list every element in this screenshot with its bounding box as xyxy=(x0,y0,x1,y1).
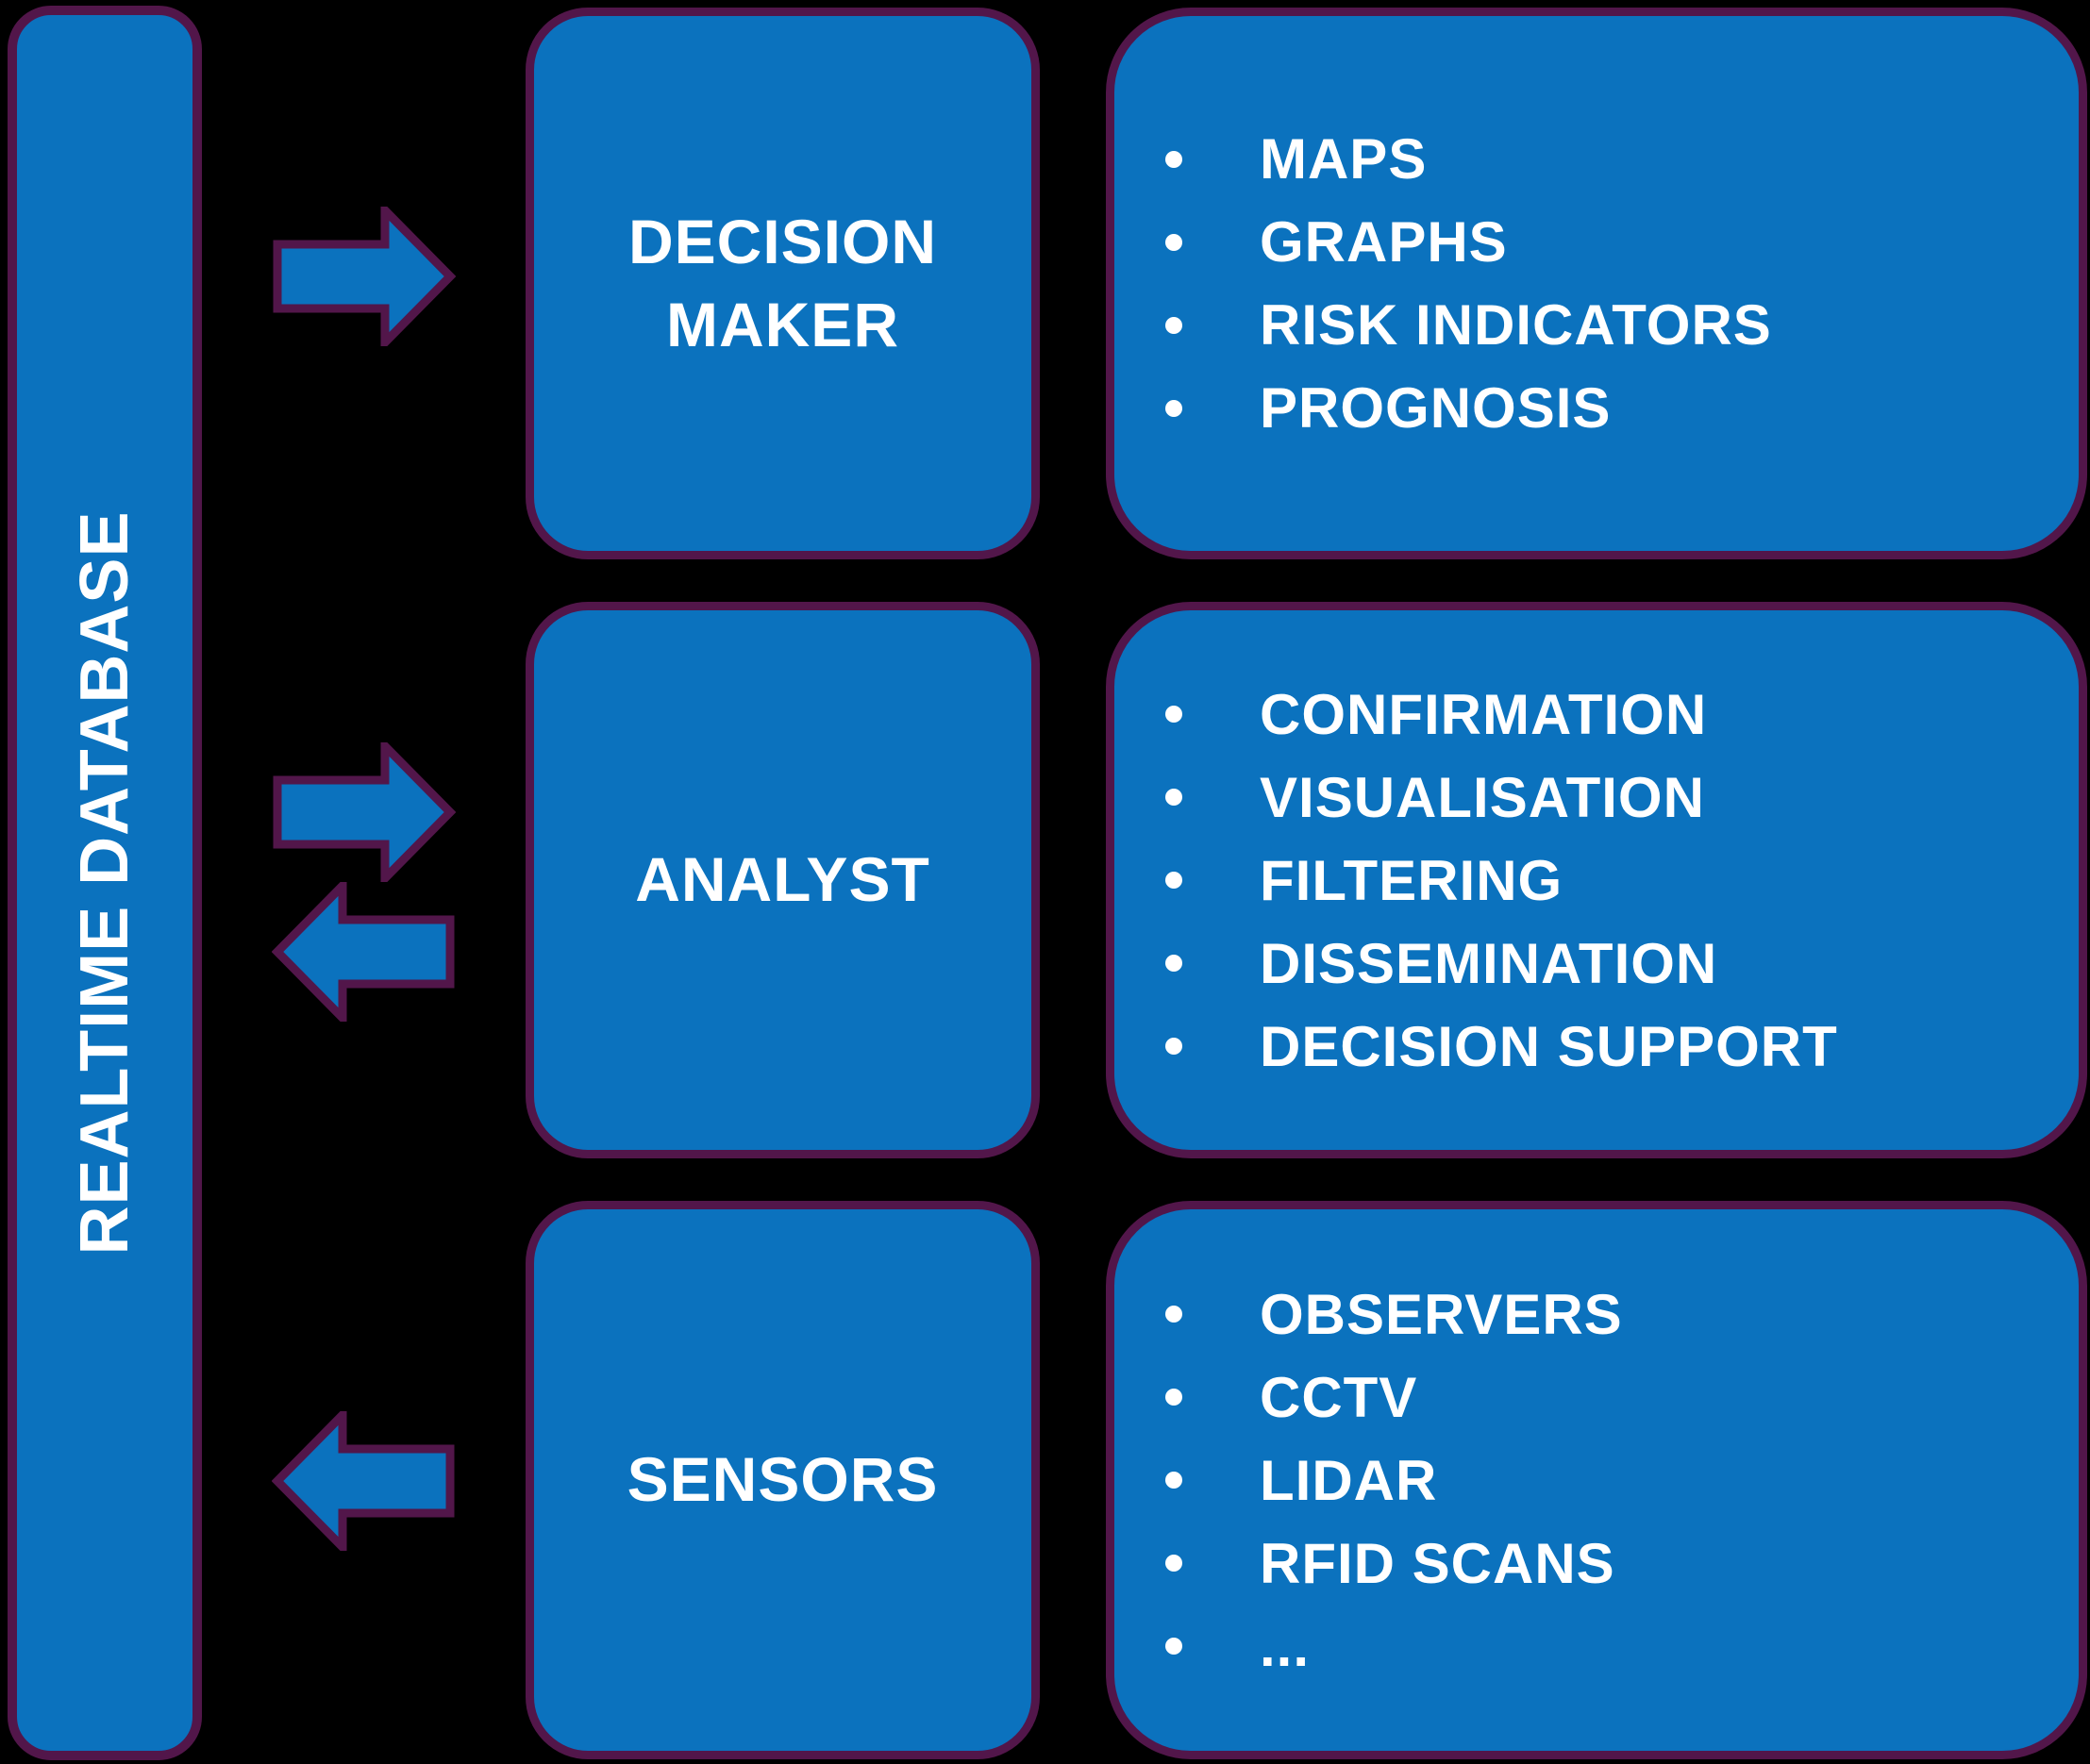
list-item: CCTV xyxy=(1114,1356,2079,1439)
right-arrow-icon xyxy=(273,207,456,346)
bullet-icon xyxy=(1165,706,1182,723)
bullet-icon xyxy=(1165,233,1182,251)
list-item: VISUALISATION xyxy=(1114,756,2079,839)
list-item: RISK INDICATORS xyxy=(1114,284,2079,367)
bullet-icon xyxy=(1165,955,1182,972)
bullet-icon xyxy=(1165,1638,1182,1655)
bullet-icon xyxy=(1165,1038,1182,1055)
right-arrow-icon xyxy=(273,742,456,882)
list-item-label: FILTERING xyxy=(1260,848,1563,912)
list-item: OBSERVERS xyxy=(1114,1273,2079,1356)
list-item: RFID SCANS xyxy=(1114,1522,2079,1605)
bullet-icon xyxy=(1165,150,1182,168)
list-item-label: RFID SCANS xyxy=(1260,1531,1615,1595)
list-item: DECISION SUPPORT xyxy=(1114,1005,2079,1088)
analyst-functions-list: CONFIRMATION VISUALISATION FILTERING DIS… xyxy=(1114,673,2079,1088)
list-item-label: CCTV xyxy=(1260,1365,1418,1429)
left-arrow-icon xyxy=(272,1411,455,1551)
bullet-icon xyxy=(1165,1472,1182,1489)
sensors-sources-box: OBSERVERS CCTV LIDAR RFID SCANS ... xyxy=(1106,1201,2087,1759)
sensors-sources-list: OBSERVERS CCTV LIDAR RFID SCANS ... xyxy=(1114,1273,2079,1688)
list-item-label: VISUALISATION xyxy=(1260,765,1705,829)
list-item: ... xyxy=(1114,1605,2079,1688)
list-item: DISSEMINATION xyxy=(1114,922,2079,1005)
bullet-icon xyxy=(1165,872,1182,889)
left-arrow-icon xyxy=(272,882,455,1022)
bullet-icon xyxy=(1165,316,1182,334)
decision-maker-box: DECISION MAKER xyxy=(526,8,1040,559)
bullet-icon xyxy=(1165,1555,1182,1572)
list-item-label: ... xyxy=(1260,1614,1311,1678)
list-item-label: CONFIRMATION xyxy=(1260,682,1708,746)
decision-maker-outputs-box: MAPS GRAPHS RISK INDICATORS PROGNOSIS xyxy=(1106,8,2087,559)
analyst-functions-box: CONFIRMATION VISUALISATION FILTERING DIS… xyxy=(1106,602,2087,1158)
bullet-icon xyxy=(1165,399,1182,417)
list-item: FILTERING xyxy=(1114,839,2079,922)
list-item-label: GRAPHS xyxy=(1260,210,1508,274)
bullet-icon xyxy=(1165,789,1182,806)
list-item-label: MAPS xyxy=(1260,127,1428,191)
list-item: LIDAR xyxy=(1114,1439,2079,1522)
analyst-label: ANALYST xyxy=(635,844,930,915)
sensors-label: SENSORS xyxy=(627,1444,939,1515)
decision-maker-outputs-list: MAPS GRAPHS RISK INDICATORS PROGNOSIS xyxy=(1114,118,2079,450)
list-item-label: OBSERVERS xyxy=(1260,1282,1623,1346)
analyst-box: ANALYST xyxy=(526,602,1040,1158)
decision-maker-label: DECISION MAKER xyxy=(627,207,938,359)
bullet-icon xyxy=(1165,1306,1182,1323)
list-item: MAPS xyxy=(1114,118,2079,201)
list-item: GRAPHS xyxy=(1114,201,2079,284)
list-item-label: LIDAR xyxy=(1260,1448,1438,1512)
realtime-database-box: REALTIME DATABASE xyxy=(8,6,202,1760)
sensors-box: SENSORS xyxy=(526,1201,1040,1759)
list-item-label: DECISION SUPPORT xyxy=(1260,1014,1838,1078)
bullet-icon xyxy=(1165,1389,1182,1406)
list-item: CONFIRMATION xyxy=(1114,673,2079,756)
realtime-database-label: REALTIME DATABASE xyxy=(67,510,142,1256)
arrow-db-to-analyst-icon xyxy=(273,742,456,882)
list-item-label: PROGNOSIS xyxy=(1260,376,1612,440)
arrow-db-to-decisionmaker-icon xyxy=(273,207,456,346)
arrow-analyst-to-db-icon xyxy=(272,882,455,1022)
list-item-label: RISK INDICATORS xyxy=(1260,293,1772,357)
list-item: PROGNOSIS xyxy=(1114,367,2079,450)
arrow-sensors-to-db-icon xyxy=(272,1411,455,1551)
list-item-label: DISSEMINATION xyxy=(1260,931,1718,995)
